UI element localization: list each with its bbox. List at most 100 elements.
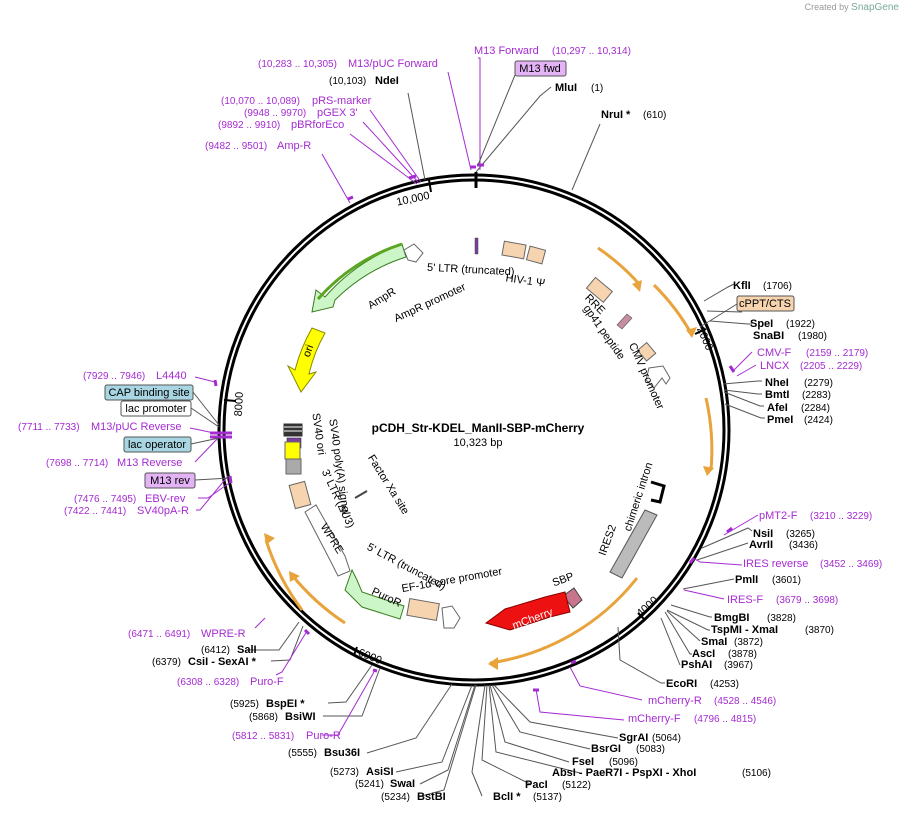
mcherry-arrow [484, 591, 571, 631]
enzyme-nrui-pos: (610) [643, 110, 666, 121]
primer-wpre-r-pos: (6471 .. 6491) [128, 629, 190, 640]
primer-m13puc-forward-pos: (10,283 .. 10,305) [258, 59, 337, 70]
primer-l4440-pos: (7929 .. 7946) [83, 371, 145, 382]
backbone-inner [222, 178, 726, 682]
tick-6000 [353, 646, 358, 656]
enzyme-tspmi-xmai: TspMI - XmaI [711, 624, 778, 636]
chimeric-intron [650, 480, 666, 504]
enzyme-bmgbi-pos: (3828) [767, 613, 796, 624]
ires2-bar [609, 509, 658, 579]
snapgene-logo: SnapGene [851, 2, 899, 13]
enzyme-kfli-pos: (1706) [763, 281, 792, 292]
ori-arrow [286, 327, 326, 393]
ef1a-promoter [441, 605, 461, 629]
enzyme-pshai: PshAI [681, 659, 712, 671]
enzyme-asisi-pos: (5273) [330, 767, 359, 778]
primer-lncx-pos: (2205 .. 2229) [800, 361, 862, 372]
enzyme-avrii: AvrII [749, 539, 773, 551]
ampr-promoter-label: AmpR promoter [392, 281, 468, 325]
primer-amp-r-pos: (9482 .. 9501) [205, 141, 267, 152]
gp41-arrow [616, 313, 633, 330]
primer-m13puc-reverse-pos: (7711 .. 7733) [18, 422, 80, 433]
primer-puro-f-pos: (6308 .. 6328) [177, 677, 239, 688]
enzyme-bmti-pos: (2283) [802, 390, 831, 401]
primer-sv40pa-r: SV40pA-R [137, 505, 189, 517]
tick-2000 [694, 328, 707, 335]
enzyme-fsei: FseI [572, 756, 594, 768]
sbp-label: SBP [551, 571, 576, 590]
plasmid-size: 10,323 bp [454, 437, 503, 449]
enzyme-csii-sexai: CsiI - SexAI * [188, 656, 257, 668]
primer-puro-f: Puro-F [250, 676, 284, 688]
ires2-label: IRES2 [597, 523, 619, 557]
enzyme-bsrgi: BsrGI [591, 743, 621, 755]
primer-ires-reverse: IRES reverse [743, 558, 808, 570]
svg-text:lac operator: lac operator [128, 439, 186, 451]
sv40-stripes [283, 423, 303, 437]
sv40-ori-label: SV40 ori [309, 412, 327, 455]
enzyme-smai-pos: (3872) [734, 637, 763, 648]
enzyme-nsii: NsiI [753, 528, 773, 540]
gp41-label: gp41 peptide [581, 303, 627, 362]
primer-wpre-r: WPRE-R [201, 628, 246, 640]
tick-8000 [223, 399, 237, 402]
enzyme-avrii-pos: (3436) [789, 540, 818, 551]
enzyme-kfli: KflI [733, 280, 751, 292]
primer-puro-r-pos: (5812 .. 5831) [232, 731, 294, 742]
primer-pgex3: pGEX 3' [317, 107, 358, 119]
enzyme-swai-pos: (5241) [355, 779, 384, 790]
enzyme-bmgbi: BmgBI [714, 612, 749, 624]
enzyme-swai: SwaI [390, 778, 415, 790]
enzyme-ecori-pos: (4253) [710, 679, 739, 690]
enzyme-ndei: NdeI [375, 75, 399, 87]
enzyme-csii-sexai-pos: (6379) [152, 657, 181, 668]
enzyme-pmei-pos: (2424) [804, 415, 833, 426]
primer-cmv-f-pos: (2159 .. 2179) [806, 348, 868, 359]
enzyme-bsiwi-pos: (5868) [249, 712, 278, 723]
primer-ires-f: IRES-F [727, 594, 763, 606]
hiv-psi-label: HIV-1 Ψ [505, 272, 546, 289]
enzyme-bstbi-pos: (5234) [381, 792, 410, 803]
primer-prs-marker-pos: (10,070 .. 10,089) [221, 96, 300, 107]
enzyme-asci: AscI [692, 648, 715, 660]
m13-fwd-badge: M13 fwd [477, 60, 567, 166]
svg-text:M13 rev: M13 rev [150, 475, 190, 487]
primer-m13puc-forward: M13/pUC Forward [348, 58, 438, 70]
primer-m13-forward-pos: (10,297 .. 10,314) [552, 46, 631, 57]
snapgene-credit: Created by SnapGene [804, 2, 899, 13]
primer-mcherry-f: mCherry-F [628, 713, 681, 725]
enzyme-pmli: PmlI [735, 574, 758, 586]
enzyme-xhoi-group: AbsI - PaeR7I - PspXI - XhoI [552, 767, 696, 779]
wpre-arrow [304, 504, 351, 577]
lac-promoter-badge: lac promoter [120, 400, 220, 428]
enzyme-sali-pos: (6412) [201, 645, 230, 656]
enzyme-bsu36i: Bsu36I [324, 747, 360, 759]
primer-lncx: LNCX [760, 360, 790, 372]
enzyme-sgrai: SgrAI [619, 732, 648, 744]
ampr-highlight [316, 242, 403, 300]
cmv-promoter-arrow [645, 365, 671, 389]
enzyme-paci: PacI [525, 779, 548, 791]
enzyme-smai: SmaI [701, 636, 727, 648]
primer-cmv-f: CMV-F [757, 347, 792, 359]
enzyme-asisi: AsiSI [366, 766, 394, 778]
primer-prs-marker: pRS-marker [312, 95, 372, 107]
primer-pgex3-pos: (9948 .. 9970) [244, 108, 306, 119]
enzyme-bstbi: BstBI [417, 791, 446, 803]
enzyme-bcli-pos: (5137) [533, 792, 562, 803]
enzyme-sgrai-pos: (5064) [652, 733, 681, 744]
enzyme-ecori: EcoRI [666, 678, 697, 690]
primer-ires-reverse-pos: (3452 .. 3469) [820, 559, 882, 570]
primer-pbrforeco-pos: (9892 .. 9910) [218, 120, 280, 131]
enzyme-mlui-pos: (1) [591, 83, 603, 94]
primer-m13-reverse: M13 Reverse [117, 457, 182, 469]
enzyme-tspmi-xmai-pos: (3870) [805, 625, 834, 636]
sbp-arrow [562, 587, 583, 609]
primer-puro-r: Puro-R [306, 730, 341, 742]
primer-m13puc-reverse: M13/pUC Reverse [91, 421, 181, 433]
enzyme-pmei: PmeI [767, 414, 793, 426]
enzyme-snabi-pos: (1980) [798, 331, 827, 342]
primer-lines [189, 57, 759, 736]
enzyme-afei: AfeI [767, 402, 788, 414]
